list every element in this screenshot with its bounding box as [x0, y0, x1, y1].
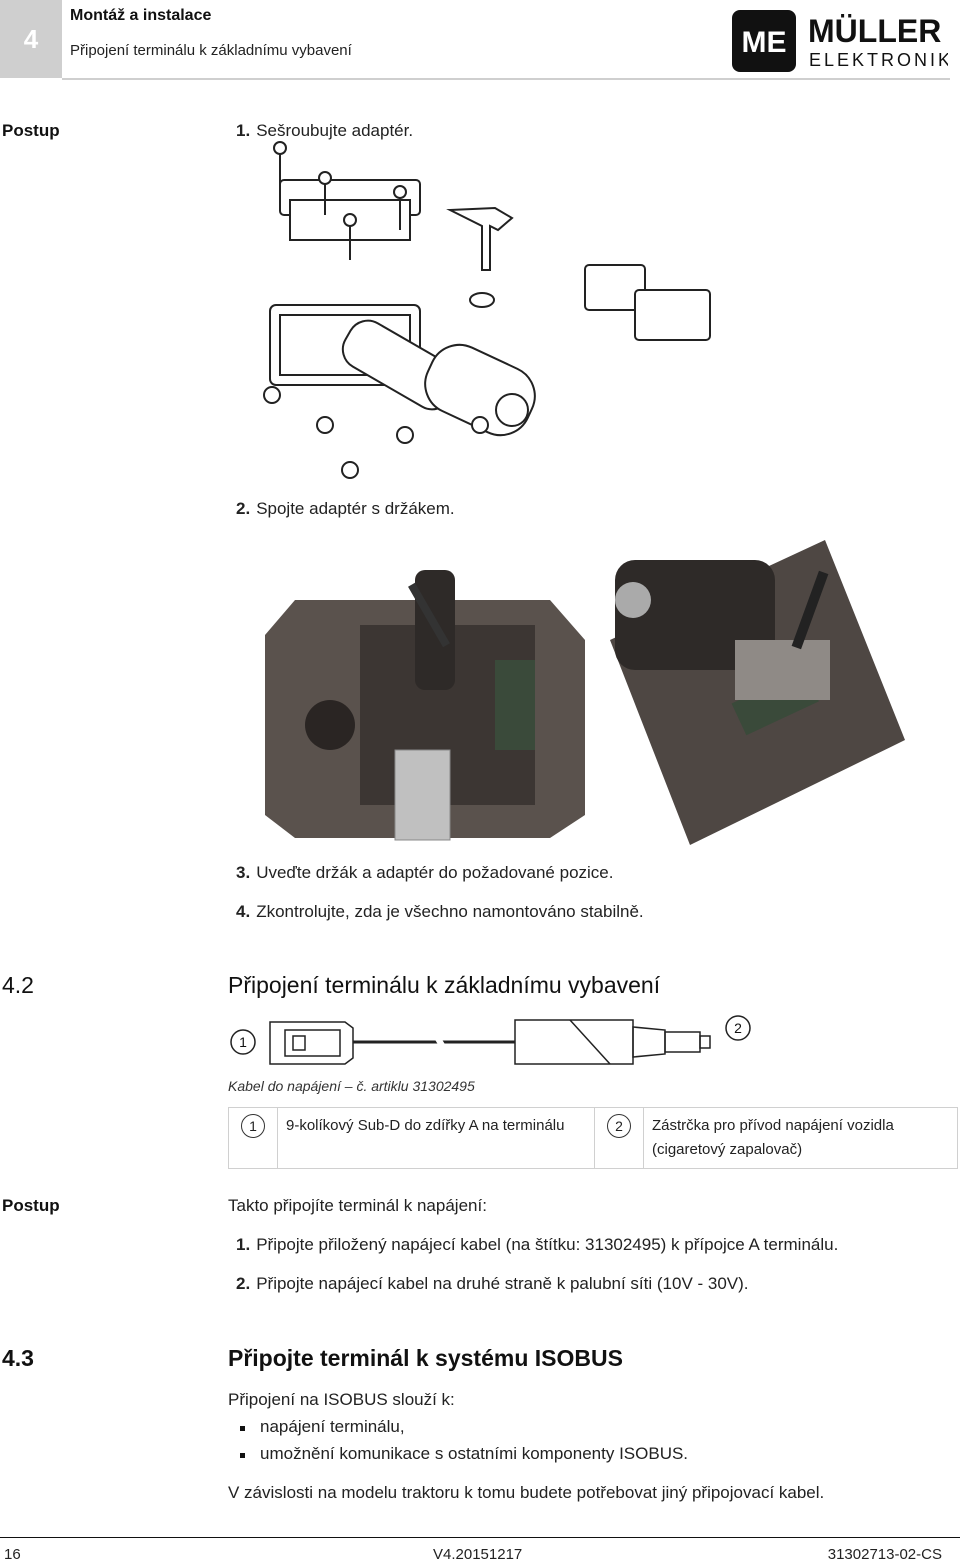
- procedure-label: Postup: [2, 121, 60, 140]
- legend-number: 2: [607, 1114, 631, 1138]
- legend-row: 1 9-kolíkový Sub-D do zdířky A na termin…: [228, 1107, 958, 1169]
- procedure-intro: Takto připojíte terminál k napájení:: [228, 1196, 487, 1215]
- version: V4.20151217: [433, 1546, 523, 1563]
- legend-text: Zástrčka pro přívod napájení vozidla (ci…: [643, 1107, 958, 1169]
- section-intro: Připojení na ISOBUS slouží k:: [228, 1390, 455, 1409]
- document-id: 31302713-02-CS: [827, 1546, 942, 1563]
- bullet-item: umožnění komunikace s ostatními komponen…: [240, 1444, 688, 1464]
- step-1: 1.Sešroubujte adaptér.: [236, 121, 414, 140]
- step-1: 1.Připojte přiložený napájecí kabel (na …: [236, 1235, 839, 1254]
- legend-number-cell: 2: [594, 1107, 644, 1169]
- legend-number-cell: 1: [228, 1107, 278, 1169]
- legend-table: 1 9-kolíkový Sub-D do zdířky A na termin…: [228, 1107, 958, 1169]
- footer-rule: [0, 1537, 960, 1538]
- step-4: 4.Zkontrolujte, zda je všechno namontová…: [236, 902, 644, 921]
- section-title: Připojení terminálu k základnímu vybaven…: [228, 972, 661, 998]
- step-2: 2.Spojte adaptér s držákem.: [236, 499, 455, 518]
- legend-number: 1: [241, 1114, 265, 1138]
- section-number: 4.3: [2, 1345, 34, 1371]
- svg-text:ME: ME: [742, 26, 787, 59]
- figure-caption: Kabel do napájení – č. artiklu 31302495: [228, 1078, 475, 1094]
- section-number: 4.2: [2, 972, 34, 998]
- terminal-with-holder-photo: [265, 540, 905, 845]
- closing-paragraph: V závislosti na modelu traktoru k tomu b…: [228, 1483, 825, 1502]
- mueller-elektronik-logo: ME MÜLLER ELEKTRONIK: [732, 10, 948, 72]
- svg-text:1: 1: [239, 1034, 247, 1050]
- svg-text:2: 2: [734, 1020, 742, 1036]
- bullet-item: napájení terminálu,: [240, 1417, 405, 1437]
- svg-text:MÜLLER: MÜLLER: [808, 13, 941, 49]
- svg-text:ELEKTRONIK: ELEKTRONIK: [809, 50, 948, 70]
- legend-text: 9-kolíkový Sub-D do zdířky A na terminál…: [277, 1107, 595, 1169]
- step-3: 3.Uveďte držák a adaptér do požadované p…: [236, 863, 614, 882]
- section-running-title: Připojení terminálu k základnímu vybaven…: [70, 42, 352, 59]
- chapter-title: Montáž a instalace: [70, 7, 212, 24]
- header-rule: [62, 78, 950, 80]
- page-number: 16: [4, 1546, 21, 1563]
- procedure-label: Postup: [2, 1196, 60, 1215]
- section-title: Připojte terminál k systému ISOBUS: [228, 1345, 623, 1371]
- step-2: 2.Připojte napájecí kabel na druhé stran…: [236, 1274, 749, 1293]
- adapter-exploded-drawing: [263, 141, 711, 479]
- power-cable-diagram: 1 2: [230, 1015, 751, 1065]
- chapter-number-box: 4: [0, 0, 62, 78]
